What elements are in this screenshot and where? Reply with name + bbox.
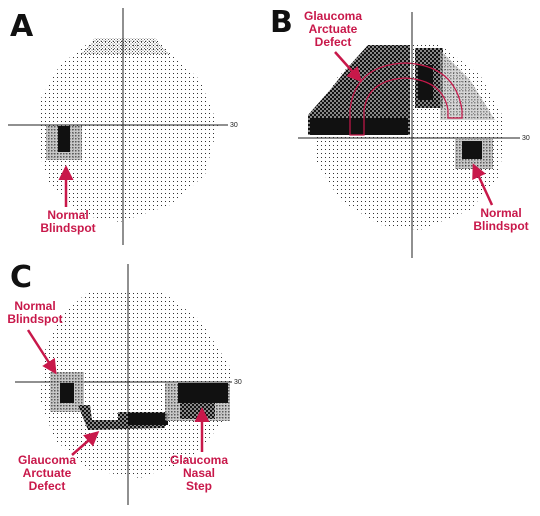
panel-c-field xyxy=(15,264,232,505)
panel-c-nasal-step xyxy=(178,383,228,403)
panel-a-blindspot xyxy=(58,126,70,152)
panel-c-nasal-step-lower xyxy=(180,403,215,419)
panel-c-arcuate-arrow xyxy=(71,431,100,456)
panel-c-blindspot-label: Normal Blindspot xyxy=(7,299,63,326)
panel-c-blindspot xyxy=(60,383,74,403)
panel-c-scale-label: 30 xyxy=(234,379,242,386)
panel-b-arcuate-arrow xyxy=(334,51,362,83)
panel-a-field-dense xyxy=(80,38,170,55)
panel-b-field xyxy=(298,12,520,258)
panel-b-blindspot xyxy=(462,141,482,159)
panel-c-arcuate-core xyxy=(128,413,168,425)
panel-b-arcuate-defect-core xyxy=(310,118,408,135)
panel-b-arcuate-outline xyxy=(349,62,463,136)
panel-b-defect-halo xyxy=(440,50,495,120)
panel-a-field-area xyxy=(38,38,218,222)
panel-b-blindspot-label: Normal Blindspot xyxy=(473,206,529,233)
panel-b-letter: B xyxy=(270,5,293,40)
panel-b-arcuate-label: Glaucoma Arctuate Defect xyxy=(303,9,363,49)
panel-c-letter: C xyxy=(10,260,33,295)
panel-b-scale-label: 30 xyxy=(522,135,530,142)
panel-a-scale-label: 30 xyxy=(230,122,238,129)
panel-a-letter: A xyxy=(10,9,34,44)
panel-b-blindspot-arrow xyxy=(472,163,494,206)
panel-c-arcuate-label: Glaucoma Arctuate Defect xyxy=(17,453,77,493)
panel-a-blindspot-label: Normal Blindspot xyxy=(40,208,96,235)
panel-c-nasal-step-label: Glaucoma Nasal Step xyxy=(169,453,229,493)
panel-b-arcuate-defect xyxy=(308,45,410,135)
panel-c-field-area xyxy=(40,290,232,478)
panel-c-blindspot-arrow xyxy=(26,329,57,375)
panel-a-field xyxy=(8,8,228,245)
